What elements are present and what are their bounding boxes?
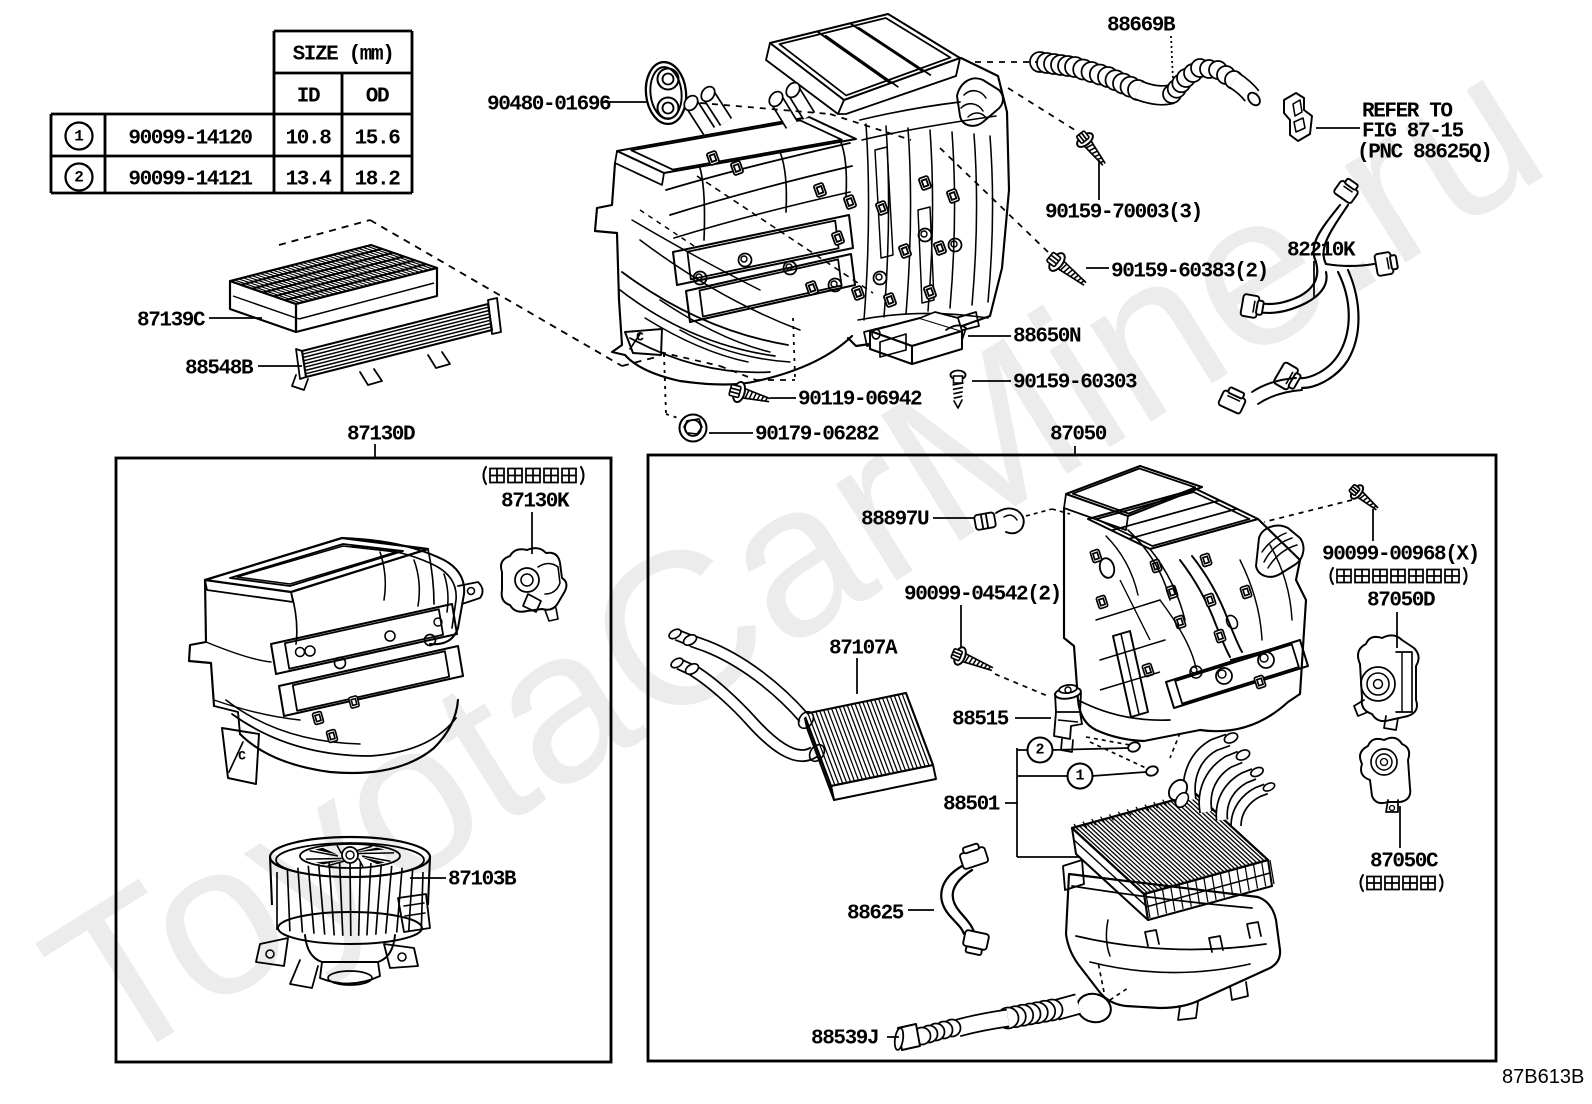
svg-text:88669B: 88669B <box>1107 15 1176 38</box>
svg-text:87B613B: 87B613B <box>1502 1066 1584 1088</box>
svg-text:88501: 88501 <box>943 794 1000 817</box>
svg-text:88897U: 88897U <box>861 509 929 532</box>
svg-text:90099-00968(X): 90099-00968(X) <box>1322 544 1479 567</box>
svg-text:87050: 87050 <box>1050 424 1107 447</box>
svg-text:1: 1 <box>74 127 84 145</box>
svg-text:90099-14121: 90099-14121 <box>128 169 252 192</box>
svg-text:ID: ID <box>297 86 320 109</box>
svg-text:2: 2 <box>1035 742 1044 759</box>
svg-text:18.2: 18.2 <box>355 169 401 192</box>
svg-text:REFER TO: REFER TO <box>1362 101 1452 124</box>
svg-text:87050D: 87050D <box>1367 590 1435 613</box>
svg-text:87139C: 87139C <box>137 310 206 333</box>
svg-text:C: C <box>238 749 246 764</box>
svg-text:88548B: 88548B <box>185 358 254 381</box>
svg-text:82210K: 82210K <box>1287 240 1356 263</box>
svg-text:1: 1 <box>1075 768 1084 785</box>
svg-text:90119-06942: 90119-06942 <box>798 389 922 412</box>
svg-text:88650N: 88650N <box>1013 326 1081 349</box>
svg-text:90159-60383(2): 90159-60383(2) <box>1111 261 1268 284</box>
svg-text:90179-06282: 90179-06282 <box>755 424 879 447</box>
svg-text:10.8: 10.8 <box>286 128 332 151</box>
svg-text:SIZE (mm): SIZE (mm) <box>293 44 394 67</box>
svg-text:90480-01696: 90480-01696 <box>487 94 611 117</box>
svg-text:88625: 88625 <box>847 903 904 926</box>
svg-text:87103B: 87103B <box>448 869 517 892</box>
svg-text:90099-04542(2): 90099-04542(2) <box>904 584 1061 607</box>
svg-text:C: C <box>636 330 644 345</box>
svg-text:88515: 88515 <box>952 709 1009 732</box>
svg-text:90159-60303: 90159-60303 <box>1013 372 1137 395</box>
svg-text:87130K: 87130K <box>501 491 570 514</box>
svg-text:OD: OD <box>366 86 389 109</box>
svg-text:15.6: 15.6 <box>355 128 401 151</box>
svg-text:2: 2 <box>74 168 84 186</box>
svg-text:90159-70003(3): 90159-70003(3) <box>1045 202 1202 225</box>
svg-text:13.4: 13.4 <box>286 169 332 192</box>
svg-text:FIG 87-15: FIG 87-15 <box>1362 121 1464 144</box>
svg-text:88539J: 88539J <box>811 1028 878 1051</box>
svg-text:90099-14120: 90099-14120 <box>128 128 252 151</box>
svg-text:87050C: 87050C <box>1370 851 1439 874</box>
svg-text:87107A: 87107A <box>829 638 898 661</box>
svg-text:(PNC 88625Q): (PNC 88625Q) <box>1357 142 1491 165</box>
svg-text:87130D: 87130D <box>347 424 415 447</box>
